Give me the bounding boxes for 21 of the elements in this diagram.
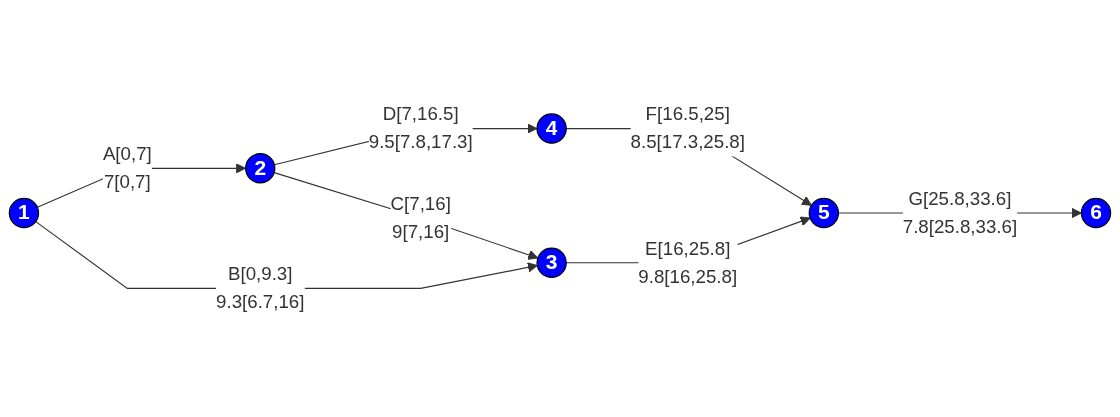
edge-label: B[0,9.3] (228, 263, 293, 284)
edge-label: D[7,16.5] (382, 104, 459, 124)
node-circle: 1 (8, 197, 40, 229)
edge-label: F[16.5,25] (645, 104, 730, 124)
edge-label: E[16,25.8] (645, 238, 731, 259)
node-circle: 4 (536, 113, 567, 144)
edge-label: 7[0,7] (103, 171, 151, 192)
arrow (273, 172, 539, 260)
edge-label: 9.3[6.7,16] (216, 291, 305, 312)
node-circle: 5 (808, 197, 840, 229)
node-circle: 3 (536, 247, 567, 278)
edge-label: G[25.8,33.6] (908, 188, 1012, 209)
edge-label: A[0,7] (102, 143, 152, 164)
node-circle: 2 (245, 153, 276, 184)
edge-label: C[7,16] (390, 193, 451, 214)
edge-label: 7.8[25.8,33.6] (902, 216, 1018, 237)
edge-label: 9[7,16] (392, 221, 450, 242)
edge-label: 9.5[7.8,17.3] (368, 132, 473, 152)
edge-label: 8.5[17.3,25.8] (630, 132, 745, 152)
node-circle: 6 (1080, 197, 1112, 229)
edge-label: 9.8[16,25.8] (638, 266, 738, 287)
